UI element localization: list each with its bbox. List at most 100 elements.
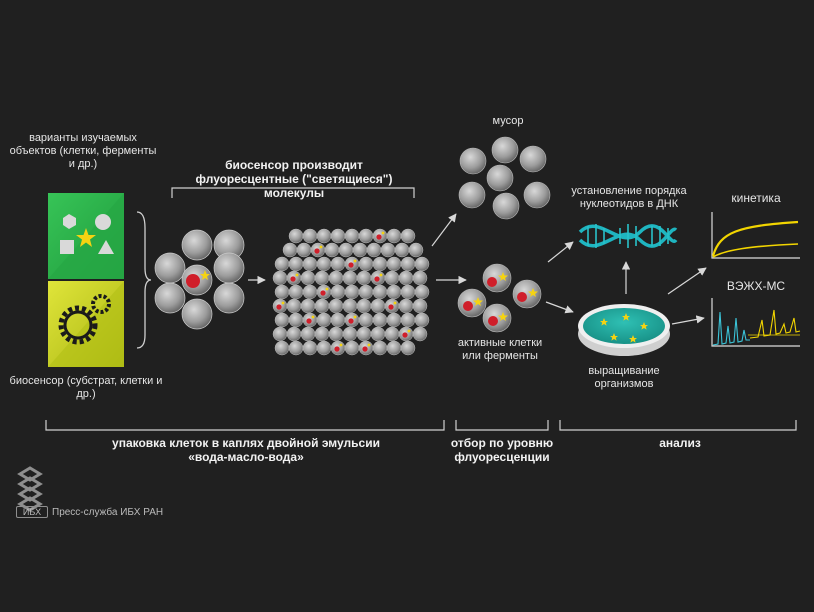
emulsion-droplet [398,298,414,314]
arrow-to-trash [431,213,457,247]
stage-analysis-label: анализ [659,436,701,450]
emulsion-droplet [302,284,318,300]
emulsion-droplet [384,270,400,286]
emulsion-droplet [300,326,316,342]
emulsion-droplet [384,326,400,342]
kinetics-plot-icon [711,212,800,259]
variants-label: варианты изучаемых объектов (клетки, фер… [9,132,157,170]
fluorescence-spot [353,259,357,263]
emulsion-droplet [414,256,430,272]
emulsion-droplet [400,228,416,244]
emulsion-droplet [328,270,344,286]
arrow-to-kinetics [667,267,707,295]
fluorescence-spot [325,287,329,291]
emulsion-droplet [372,312,388,328]
emulsion-droplet [330,228,346,244]
emulsion-droplet [288,284,304,300]
fluorescence-spot [311,315,315,319]
emulsion-droplet [372,256,388,272]
stage-packaging-label: упаковка клеток в каплях двойной эмульси… [112,436,380,464]
emulsion-droplet [316,312,332,328]
gear-icon [58,305,98,345]
emulsion-droplet [316,340,332,356]
growing-label: выращивание организмов [588,365,660,390]
cell-red [348,318,354,324]
fluorescence-spot [393,301,397,305]
emulsion-droplet [296,242,312,258]
emulsion-droplet [398,270,414,286]
emulsion-droplet [386,228,402,244]
hplc-ms-plot-icon [711,298,801,347]
emulsion-droplet [286,326,302,342]
cell-red [276,304,282,310]
emulsion-droplet [344,284,360,300]
cell-red [362,346,368,352]
emulsion-droplet [358,256,374,272]
emulsion-droplet [356,326,372,342]
emulsion-droplet [356,298,372,314]
cell-red [376,234,382,240]
hexagon-shape [63,214,76,229]
emulsion-droplet [386,312,402,328]
emulsion-droplet [286,298,302,314]
emulsion-droplet [316,228,332,244]
trash-droplets [458,136,551,220]
emulsion-droplet [400,284,416,300]
emulsion-droplet [370,326,386,342]
fluorescence-spot [295,273,299,277]
panel-brace [136,211,152,349]
emulsion-droplet [300,270,316,286]
emulsion-droplet [366,242,382,258]
emulsion-droplet [356,270,372,286]
trash-label: мусор [492,115,524,127]
biosensor-panel [48,281,124,367]
cell-red [314,248,320,254]
cell-red [290,276,296,282]
emulsion-droplet [386,284,402,300]
triangle-shape [98,240,114,254]
cell-red [186,274,200,288]
emulsion-droplet [272,270,288,286]
biosensor-label: биосенсор (субстрат, клетки и др.) [9,375,163,400]
emulsion-droplet [342,298,358,314]
emulsion-droplet [386,256,402,272]
star-icon [76,228,96,247]
emulsion-droplet [358,284,374,300]
emulsion-droplet [314,326,330,342]
cell-red [348,262,354,268]
fluorescence-spot [407,329,411,333]
emulsion-droplet [324,242,340,258]
cell-red [374,276,380,282]
bracket-selection [455,420,549,431]
kinetics-label: кинетика [731,191,781,205]
emulsion-droplet [338,242,354,258]
emulsion-droplet [330,256,346,272]
circle-shape [95,214,111,230]
object-variants-panel [48,193,124,279]
arrow-to-hplc [671,315,705,325]
emulsion-droplet [394,242,410,258]
emulsion-droplet [274,312,290,328]
star-icon [200,270,210,280]
emulsion-droplet [358,228,374,244]
emulsion-droplet [288,340,304,356]
cell-red [334,346,340,352]
emulsion-droplet [282,242,298,258]
biosensor-produces-label: биосенсор производит флуоресцентные ("св… [195,158,393,200]
stage-selection-label: отбор по уровню флуоресценции [450,436,554,464]
cell-red [402,332,408,338]
ibch-logo-icon [17,466,43,512]
emulsion-droplet [342,270,358,286]
emulsion-droplet [288,228,304,244]
fluorescence-spot [367,343,371,347]
emulsion-droplet [302,340,318,356]
press-service-caption: Пресс-служба ИБХ РАН [52,507,164,518]
cell-red [388,304,394,310]
emulsion-droplet [314,298,330,314]
emulsion-droplet [302,256,318,272]
cell-red [306,318,312,324]
fluorescence-spot [353,315,357,319]
emulsion-droplet [358,312,374,328]
fluorescence-spot [319,245,323,249]
